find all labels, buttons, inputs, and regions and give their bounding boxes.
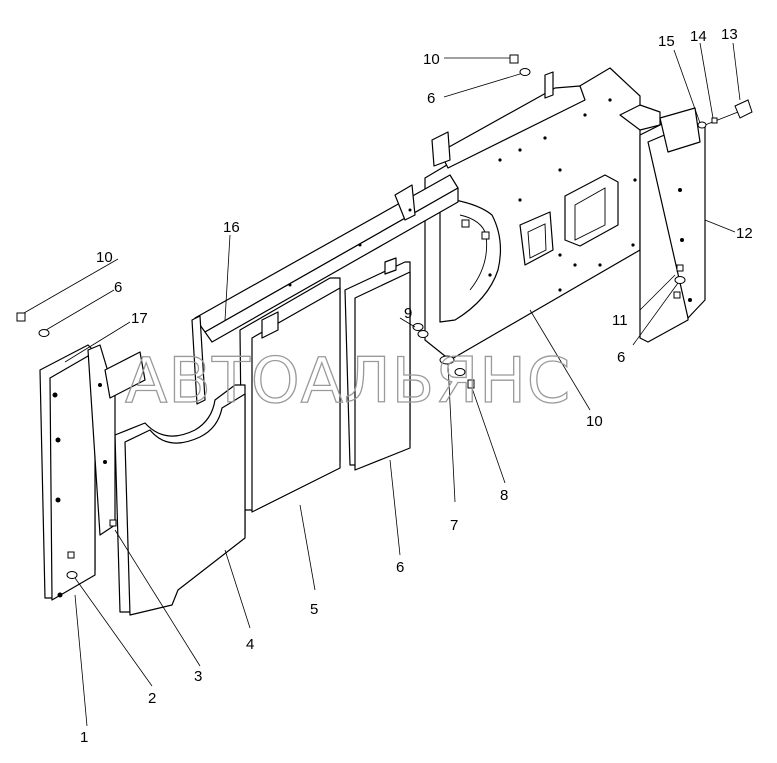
callout-4: 4	[246, 636, 254, 653]
leader-lines	[23, 42, 741, 727]
pad-5	[239, 277, 341, 513]
left-bracket	[39, 344, 146, 601]
callout-15: 15	[658, 33, 675, 50]
main-panel	[424, 67, 661, 361]
callout-1: 1	[80, 729, 88, 746]
callout-16: 16	[223, 219, 240, 236]
callout-7: 7	[450, 517, 458, 534]
top-rail	[191, 174, 459, 405]
callout-6-right: 6	[617, 349, 625, 366]
callout-13: 13	[721, 26, 738, 43]
panel-holes	[488, 98, 637, 292]
pad-4	[114, 384, 246, 616]
callout-3: 3	[194, 668, 202, 685]
callout-10-panel: 10	[586, 413, 603, 430]
callout-6-bottom: 6	[396, 559, 404, 576]
pad-6	[344, 257, 411, 471]
callout-17: 17	[131, 310, 148, 327]
callout-6-left: 6	[114, 279, 122, 296]
callout-12: 12	[736, 225, 753, 242]
callout-10-top: 10	[423, 51, 440, 68]
watermark-text: АВТОАЛЬЯНС	[125, 344, 571, 417]
callout-8: 8	[500, 487, 508, 504]
callout-2: 2	[148, 690, 156, 707]
callout-11: 11	[612, 312, 628, 329]
callout-5: 5	[310, 601, 318, 618]
right-post	[639, 107, 706, 343]
fasteners	[16, 54, 753, 579]
callout-6-top: 6	[427, 90, 435, 107]
callout-10-left: 10	[96, 249, 113, 266]
callout-14: 14	[690, 28, 707, 45]
callout-9: 9	[404, 305, 412, 322]
callout-labels: 10 6 10 6 17 16 15 14 13 12 11 6 10 9 7 …	[80, 26, 753, 746]
